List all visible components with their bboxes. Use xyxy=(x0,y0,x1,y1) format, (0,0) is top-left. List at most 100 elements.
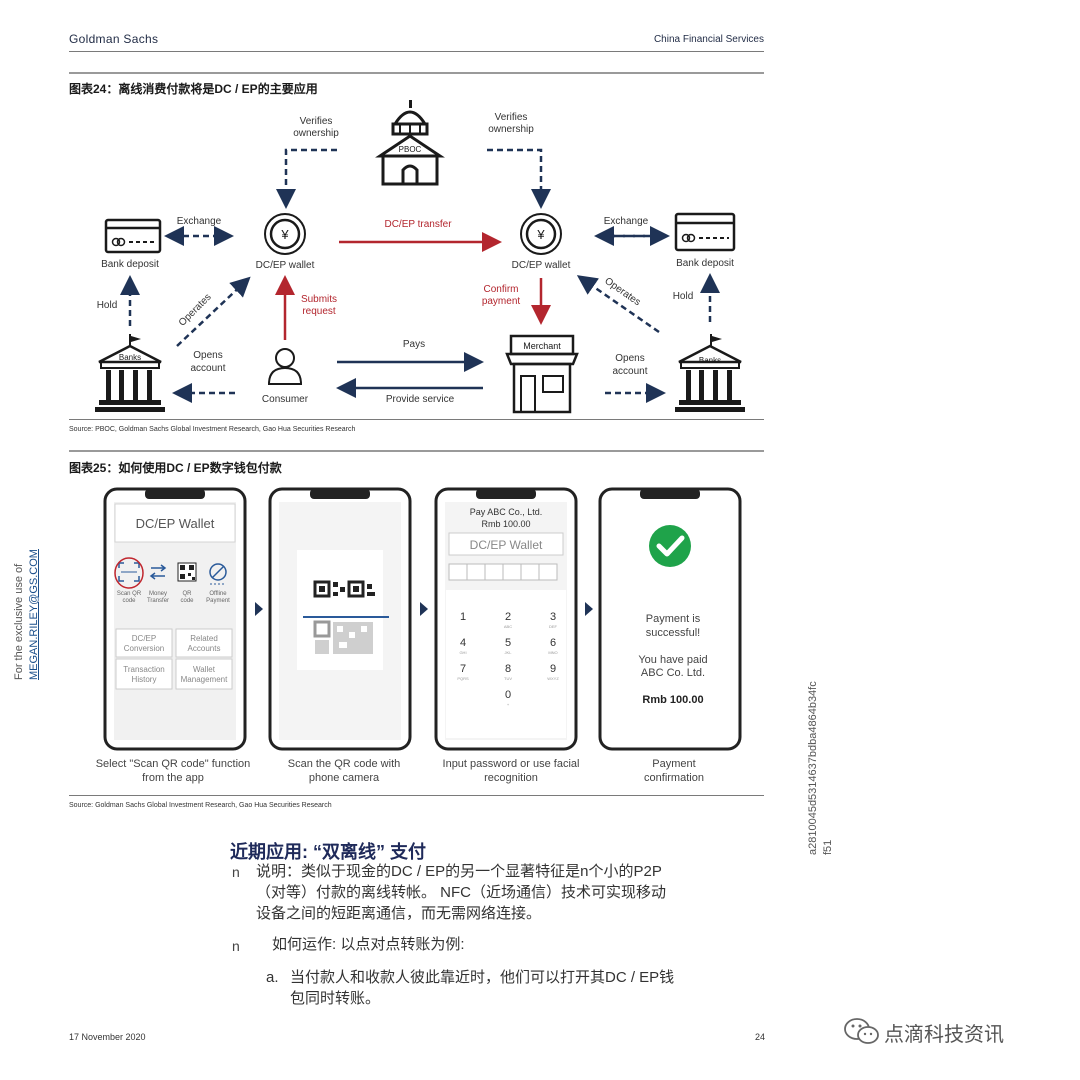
password-field[interactable] xyxy=(448,563,558,581)
keypad-key-5[interactable]: 5 xyxy=(505,637,511,649)
keypad-key-letters: GHI xyxy=(459,650,466,655)
phone1-icon3-label-2: code xyxy=(180,598,194,604)
document-id-line1: a2810045d5314637bdba4864b34fc xyxy=(807,681,819,855)
caption-step-2-line1: Scan the QR code with xyxy=(287,758,401,770)
keypad-key-1[interactable]: 1 xyxy=(460,611,466,623)
confirm-payment-line2: payment xyxy=(482,296,521,307)
keypad-key-letters: ABC xyxy=(504,624,512,629)
exclusive-use-label: For the exclusive use of xyxy=(13,563,25,680)
phone1-grid3-line1: Transaction xyxy=(123,665,165,674)
phone1-grid3-line2: History xyxy=(132,675,157,684)
qr-code-icon xyxy=(177,562,197,582)
exclusive-use-email[interactable]: MEGAN.RILEY@GS.COM xyxy=(28,549,40,680)
phone1-icon4-label-1: Offline xyxy=(209,591,227,597)
phone1-icon2-label-1: Money xyxy=(149,591,167,597)
merchant-label: Merchant xyxy=(523,341,561,351)
money-transfer-icon xyxy=(149,564,167,580)
opens-account-right-line2: account xyxy=(612,366,647,377)
verifies-right-line1: Verifies xyxy=(495,112,528,123)
pays-label: Pays xyxy=(403,339,425,350)
dcep-ecosystem-diagram: PBOC Verifies ownership Verifies ownersh… xyxy=(95,100,745,414)
merchant-store-icon xyxy=(505,334,579,414)
phone1-wallet-title: DC/EP Wallet xyxy=(136,516,215,531)
keypad-key-letters: TUV xyxy=(504,676,512,681)
bullet-1: 说明：类似于现金的DC / EP的另一个显著特征是n个小的P2P （对等）付款的… xyxy=(256,861,786,924)
sub-item-a-line1: 当付款人和收款人彼此靠近时，他们可以打开其DC / EP钱 xyxy=(290,969,675,986)
step-arrow-2 xyxy=(420,602,428,616)
bank-deposit-left-label: Bank deposit xyxy=(101,259,159,270)
keypad-key-7[interactable]: 7 xyxy=(460,663,466,675)
caption-step-3-line1: Input password or use facial xyxy=(442,758,580,770)
figure25-source: Source: Goldman Sachs Global Investment … xyxy=(69,802,332,809)
phone-step-2 xyxy=(268,487,412,751)
keypad-key-0[interactable]: 0 xyxy=(505,689,511,701)
phone3-wallet-title: DC/EP Wallet xyxy=(470,538,543,552)
submits-request-line2: request xyxy=(302,306,336,317)
figure24-source: Source: PBOC, Goldman Sachs Global Inves… xyxy=(69,426,356,433)
phone1-icon1-label-1: Scan QR xyxy=(117,591,142,597)
figure25-top-rule xyxy=(69,450,764,452)
wechat-logo-icon xyxy=(844,1018,879,1044)
phone4-line2: successful! xyxy=(646,627,700,639)
keypad-key-letters: DEF xyxy=(549,624,558,629)
bank-building-icon-right xyxy=(675,334,745,412)
phone1-grid1-line1: DC/EP xyxy=(132,634,156,643)
caption-step-1-line2: from the app xyxy=(142,772,204,784)
hold-left-label: Hold xyxy=(97,300,118,311)
phone1-grid2-line1: Related xyxy=(190,634,218,643)
step-arrow-3 xyxy=(585,602,593,616)
keypad-key-2[interactable]: 2 xyxy=(505,611,511,623)
phone-step-1: DC/EP Wallet Scan QR code Money Transfer… xyxy=(103,487,247,751)
keypad-key-4[interactable]: 4 xyxy=(460,637,466,649)
caption-step-2: Scan the QR code with phone camera xyxy=(254,757,434,785)
caption-step-3-line2: recognition xyxy=(484,772,538,784)
verifies-left-line1: Verifies xyxy=(300,116,333,127)
checkmark-icon xyxy=(649,525,691,567)
verifies-right-line2: ownership xyxy=(488,124,534,135)
keypad-key-8[interactable]: 8 xyxy=(505,663,511,675)
bank-card-icon-right xyxy=(674,212,736,252)
figure24-title: 图表24：离线消费付款将是DC / EP的主要应用 xyxy=(69,82,318,96)
opens-account-right-line1: Opens xyxy=(615,353,644,364)
pboc-label: PBOC xyxy=(399,145,422,154)
phone1-grid4-line2: Management xyxy=(181,675,228,684)
phone-step-4: Payment is successful! You have paid ABC… xyxy=(598,487,742,751)
opens-account-left-line2: account xyxy=(190,363,225,374)
phone4-line3: You have paid xyxy=(638,654,707,666)
exclusive-use-sidebar: For the exclusive use of MEGAN.RILEY@GS.… xyxy=(12,530,52,680)
wallet-right-label: DC/EP wallet xyxy=(512,260,571,271)
bullet-1-line1: 说明：类似于现金的DC / EP的另一个显著特征是n个小的P2P xyxy=(256,863,662,880)
phone1-icon1-label-2: code xyxy=(122,598,136,604)
keypad-key-letters: JKL xyxy=(505,650,513,655)
operates-right-arrow xyxy=(576,275,660,334)
exchange-right-label: Exchange xyxy=(604,216,649,227)
phone1-icon3-label-1: QR xyxy=(183,591,193,597)
consumer-icon xyxy=(267,348,303,385)
keypad-key-6[interactable]: 6 xyxy=(550,637,556,649)
keypad-key-9[interactable]: 9 xyxy=(550,663,556,675)
phone4-amount: Rmb 100.00 xyxy=(642,694,703,706)
figure25-bottom-rule xyxy=(69,795,764,796)
document-id-line2: f51 xyxy=(822,839,834,855)
step-arrow-1 xyxy=(255,602,263,616)
verifies-left-line2: ownership xyxy=(293,128,339,139)
phone1-grid1-line2: Conversion xyxy=(124,644,164,653)
caption-step-4-line2: confirmation xyxy=(644,772,704,784)
figure24-bottom-rule xyxy=(69,419,764,420)
phone3-pay-line: Pay ABC Co., Ltd. xyxy=(470,507,543,517)
caption-step-1: Select "Scan QR code" function from the … xyxy=(80,757,266,785)
keypad-key-3[interactable]: 3 xyxy=(550,611,556,623)
banks-left-label: Banks xyxy=(119,353,141,362)
svg-text:¥: ¥ xyxy=(536,227,545,242)
caption-step-3: Input password or use facial recognition xyxy=(416,757,606,785)
sub-item-a-label: a. xyxy=(266,969,279,986)
bank-card-icon-left xyxy=(104,218,162,254)
exchange-left-label: Exchange xyxy=(177,216,222,227)
keypad-key-letters: WXYZ xyxy=(547,676,559,681)
verifies-left-arrow xyxy=(276,148,337,209)
keypad-key-letters: + xyxy=(507,702,510,707)
footer-date: 17 November 2020 xyxy=(69,1032,146,1042)
svg-text:¥: ¥ xyxy=(280,227,289,242)
phone4-line4: ABC Co. Ltd. xyxy=(641,667,705,679)
